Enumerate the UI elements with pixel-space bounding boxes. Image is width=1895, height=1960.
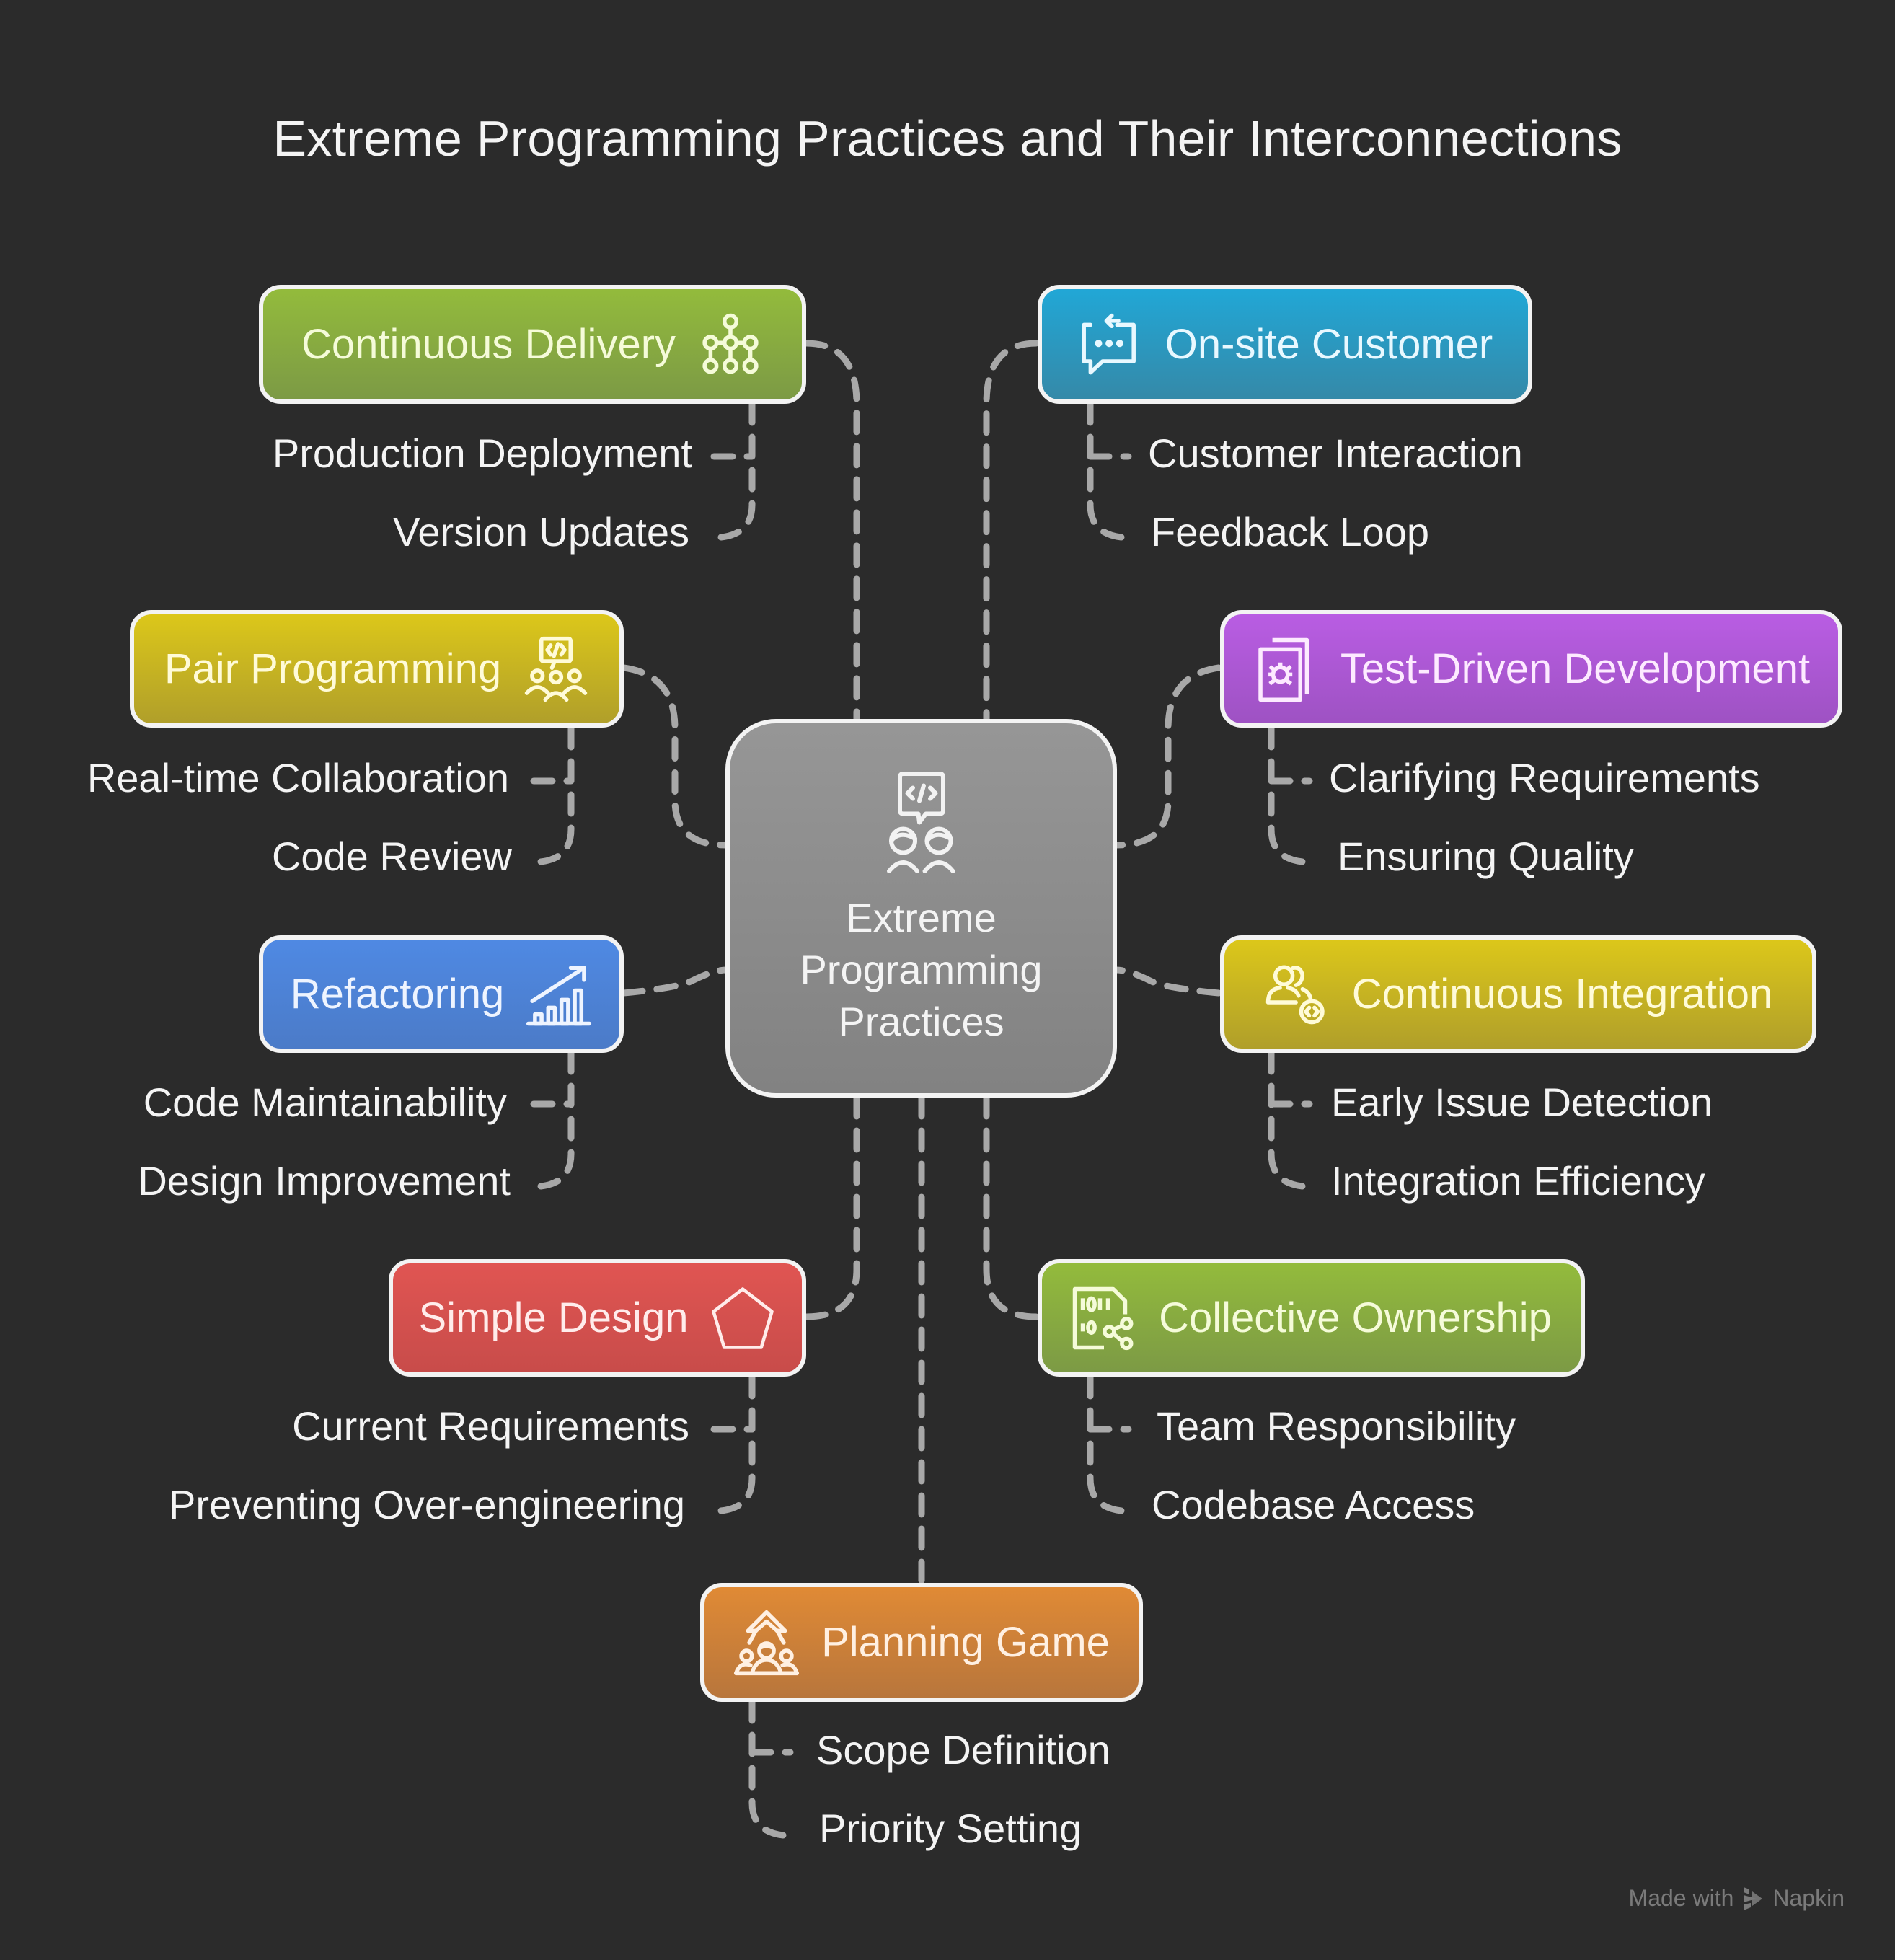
node-test-driven-development[interactable]: Test-Driven Development (1220, 610, 1842, 728)
node-simple-design[interactable]: Simple Design (389, 1259, 806, 1377)
napkin-logo-icon (1742, 1886, 1764, 1912)
child-scope-definition: Scope Definition (816, 1727, 1110, 1773)
child-clarifying-requirements: Clarifying Requirements (1329, 755, 1760, 800)
center-label-line-2: Programming (800, 946, 1043, 992)
child-production-deployment: Production Deployment (272, 431, 692, 476)
child-integration-efficiency: Integration Efficiency (1331, 1158, 1705, 1204)
bug-document-icon (1253, 636, 1319, 702)
node-continuous-integration[interactable]: Continuous Integration (1220, 935, 1816, 1053)
child-code-maintainability: Code Maintainability (143, 1080, 507, 1125)
center-node[interactable]: Extreme Programming Practices (725, 719, 1117, 1098)
node-label: Continuous Delivery (301, 321, 676, 368)
child-code-review: Code Review (271, 834, 512, 879)
team-growth-icon (733, 1610, 800, 1676)
center-label-line-1: Extreme (846, 894, 997, 940)
child-preventing-over-engineering: Preventing Over-engineering (169, 1482, 685, 1527)
child-priority-setting: Priority Setting (819, 1806, 1082, 1851)
child-design-improvement: Design Improvement (138, 1158, 511, 1204)
node-planning-game[interactable]: Planning Game (700, 1583, 1143, 1702)
diagram-title: Extreme Programming Practices and Their … (273, 110, 1622, 167)
child-customer-interaction: Customer Interaction (1148, 431, 1523, 476)
network-nodes-icon (697, 312, 764, 378)
node-refactoring[interactable]: Refactoring (259, 935, 624, 1053)
watermark-brand: Napkin (1772, 1885, 1845, 1911)
child-team-responsibility: Team Responsibility (1157, 1403, 1516, 1449)
child-real-time-collaboration: Real-time Collaboration (87, 755, 509, 800)
child-early-issue-detection: Early Issue Detection (1331, 1080, 1713, 1125)
node-label: On-site Customer (1165, 321, 1493, 368)
growth-chart-icon (526, 961, 592, 1028)
pentagon-icon (710, 1285, 776, 1351)
team-code-icon (523, 636, 589, 702)
pair-programming-code-icon (867, 769, 976, 878)
node-label: Pair Programming (164, 645, 502, 692)
node-label: Planning Game (821, 1619, 1110, 1666)
watermark-prefix: Made with (1628, 1885, 1734, 1911)
child-codebase-access: Codebase Access (1152, 1482, 1475, 1527)
child-feedback-loop: Feedback Loop (1151, 509, 1430, 555)
node-label: Test-Driven Development (1340, 645, 1811, 692)
center-label-line-3: Practices (838, 998, 1004, 1044)
node-collective-ownership[interactable]: Collective Ownership (1038, 1259, 1585, 1377)
node-label: Collective Ownership (1159, 1294, 1552, 1341)
child-ensuring-quality: Ensuring Quality (1338, 834, 1634, 879)
child-current-requirements: Current Requirements (292, 1403, 689, 1449)
user-code-icon (1264, 961, 1330, 1028)
node-pair-programming[interactable]: Pair Programming (130, 610, 624, 728)
chat-refresh-icon (1077, 312, 1144, 378)
napkin-watermark[interactable]: Made with Napkin (1629, 1885, 1845, 1912)
node-continuous-delivery[interactable]: Continuous Delivery (259, 285, 806, 404)
node-label: Simple Design (418, 1294, 689, 1341)
node-label: Continuous Integration (1351, 971, 1773, 1017)
node-on-site-customer[interactable]: On-site Customer (1038, 285, 1532, 404)
node-label: Refactoring (290, 971, 505, 1017)
binary-share-icon (1071, 1285, 1137, 1351)
child-version-updates: Version Updates (393, 509, 689, 555)
